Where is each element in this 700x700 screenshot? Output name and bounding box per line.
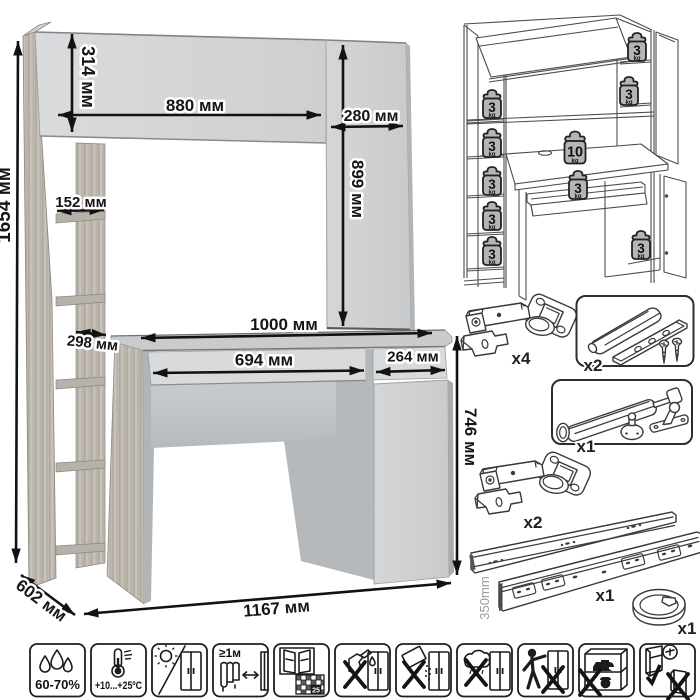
svg-text:746 мм: 746 мм bbox=[461, 408, 480, 466]
svg-text:x2: x2 bbox=[524, 513, 543, 532]
svg-text:1000 мм: 1000 мм bbox=[250, 315, 318, 334]
svg-text:≥1м: ≥1м bbox=[219, 646, 241, 660]
svg-text:x4: x4 bbox=[512, 349, 531, 368]
svg-text:152 мм: 152 мм bbox=[55, 194, 106, 211]
svg-text:280 мм: 280 мм bbox=[344, 108, 399, 125]
svg-text:350mm: 350mm bbox=[477, 576, 492, 619]
svg-text:1654 мм: 1654 мм bbox=[0, 167, 15, 243]
svg-text:x1: x1 bbox=[596, 586, 615, 605]
svg-text:899 мм: 899 мм bbox=[348, 160, 367, 218]
svg-text:x1: x1 bbox=[678, 619, 697, 638]
svg-text:264 мм: 264 мм bbox=[387, 349, 438, 366]
svg-text:880 мм: 880 мм bbox=[166, 96, 224, 115]
svg-text:x1: x1 bbox=[577, 437, 596, 456]
svg-text:x2: x2 bbox=[584, 356, 603, 375]
svg-text:25: 25 bbox=[312, 688, 320, 695]
svg-text:60-70%: 60-70% bbox=[35, 677, 80, 692]
svg-text:314 мм: 314 мм bbox=[78, 46, 98, 108]
svg-text:694 мм: 694 мм bbox=[235, 351, 293, 370]
svg-text:+10...+25ºС: +10...+25ºС bbox=[95, 680, 142, 692]
